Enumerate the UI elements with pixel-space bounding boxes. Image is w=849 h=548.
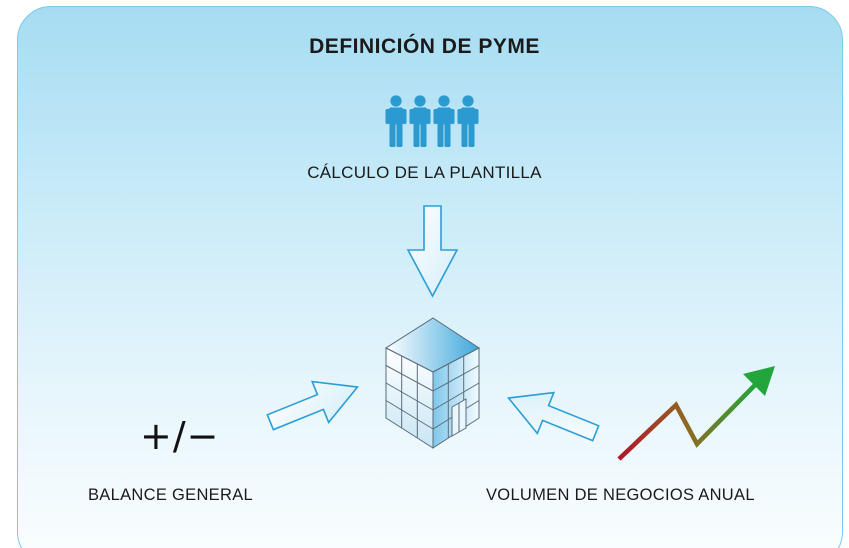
diagram-title: DEFINICIÓN DE PYME [309,35,540,58]
arrow-from-balance [266,380,360,431]
building-icon [384,317,480,449]
arrow-from-turnover [506,391,600,442]
balance-symbol: +/− [140,414,220,458]
turnover-label: VOLUMEN DE NEGOCIOS ANUAL [486,486,755,504]
balance-label: BALANCE GENERAL [88,486,253,504]
arrow-down [406,205,459,298]
people-icon [385,95,479,147]
staff-label: CÁLCULO DE LA PLANTILLA [307,163,542,182]
trend-up-arrow-icon [617,366,775,461]
